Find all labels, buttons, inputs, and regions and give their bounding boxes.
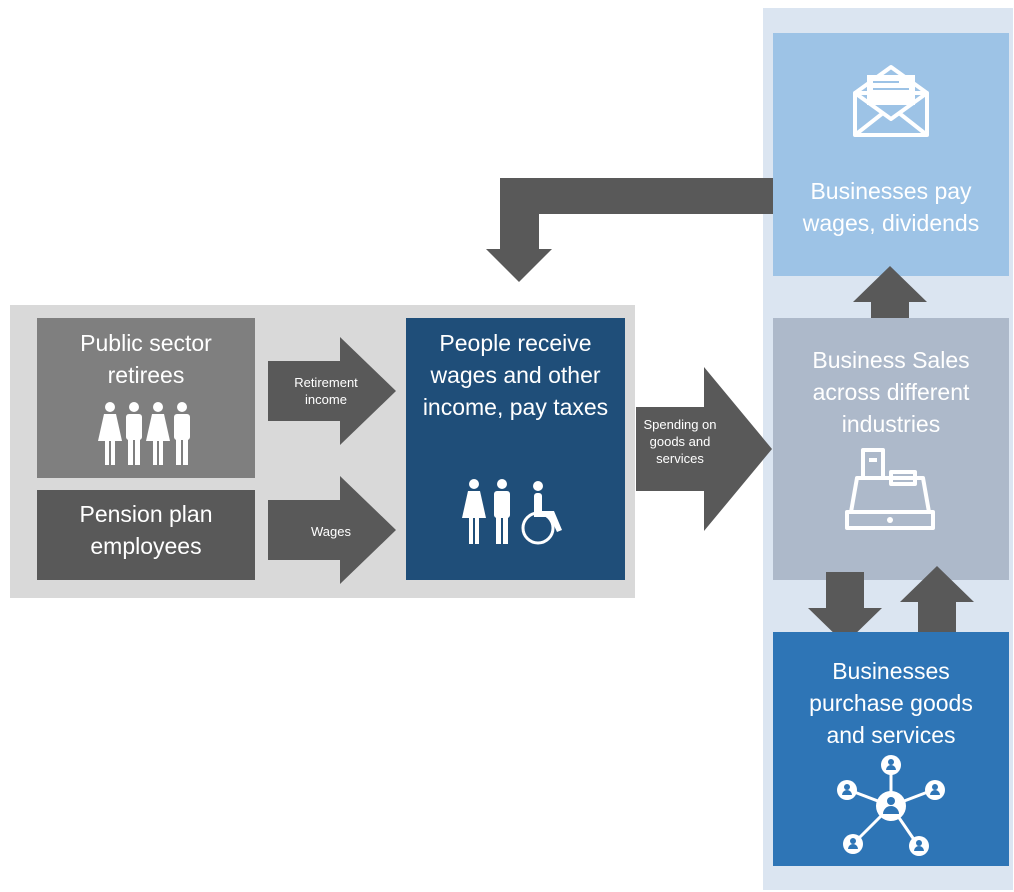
- sales-to-purchases-arrow: [808, 572, 882, 644]
- wages-dividends-box: Businesses pay wages, dividends: [773, 33, 1009, 276]
- spending-arrow: [636, 367, 772, 531]
- people-wheelchair-icon: [462, 479, 562, 545]
- purchases-to-sales-arrow: [900, 566, 974, 641]
- wages-arrow: [268, 476, 396, 584]
- purchases-box: Businesses purchase goods and services: [773, 632, 1009, 866]
- people-box: People receive wages and other income, p…: [406, 318, 625, 580]
- sales-box: Business Sales across different industri…: [773, 318, 1009, 580]
- network-people-icon: [837, 755, 945, 856]
- four-people-icon: [98, 402, 190, 465]
- purchases-title: Businesses purchase goods and services: [809, 658, 973, 748]
- spending-label: Spending on goods and services: [643, 417, 717, 466]
- retirees-title: Public sector retirees: [80, 330, 212, 388]
- retirement-income-label: Retirement income: [294, 375, 358, 407]
- people-title: People receive wages and other income, p…: [422, 330, 609, 420]
- employees-title: Pension plan employees: [79, 501, 213, 559]
- cash-register-icon: [845, 448, 935, 530]
- wages-dividends-title: Businesses pay wages, dividends: [802, 178, 980, 236]
- retirement-income-arrow: [268, 337, 396, 445]
- wages-label: Wages: [311, 524, 351, 539]
- sales-title: Business Sales across different industri…: [812, 347, 970, 437]
- employees-box: Pension plan employees: [37, 490, 255, 580]
- retirees-box: Public sector retirees: [37, 318, 255, 478]
- return-arrow-shape: [486, 178, 773, 282]
- envelope-letter-icon: [853, 65, 929, 137]
